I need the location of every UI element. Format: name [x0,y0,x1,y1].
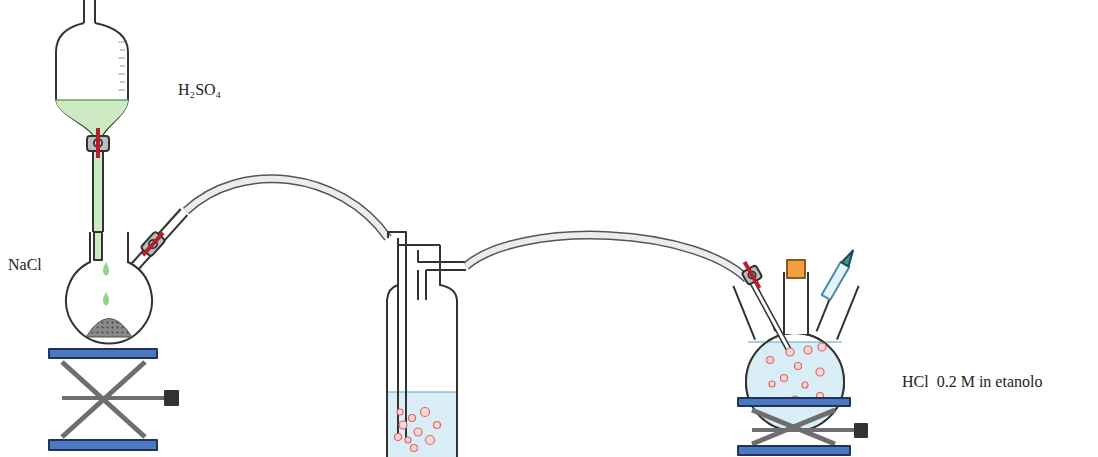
part-label: HCl 0.2 M in etanolo [902,372,1042,391]
part-label: H₂SO₄ [178,80,221,99]
part-label: NaCl [8,255,42,274]
